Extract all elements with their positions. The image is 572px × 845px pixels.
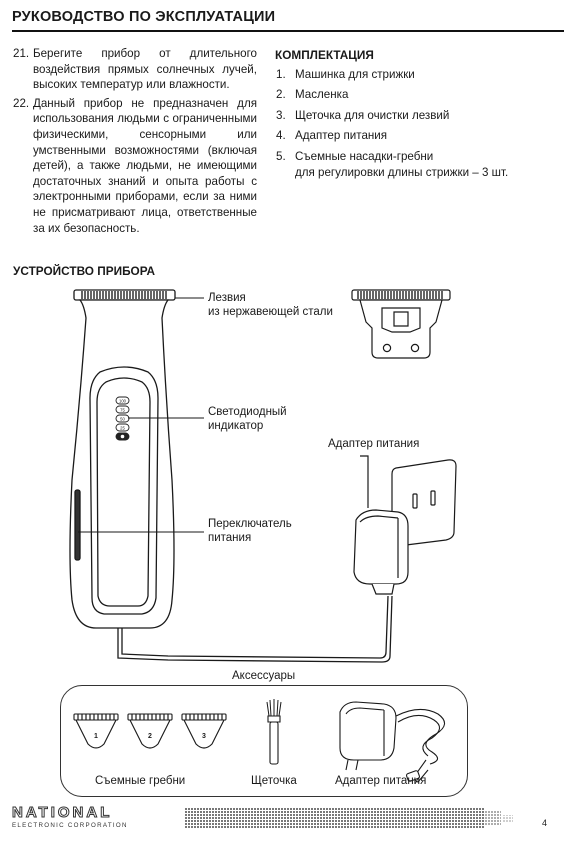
led-level-text: 100 <box>119 398 127 403</box>
kit-item-number: 1. <box>276 68 286 81</box>
kit-item-continuation: для регулировки длины стрижки – 3 шт. <box>295 165 509 179</box>
led-100-icon <box>115 396 130 405</box>
blade-teeth <box>81 291 167 299</box>
power-switch <box>74 489 81 561</box>
kit-item-text: Масленка <box>295 88 349 102</box>
comb-number: 2 <box>148 733 152 740</box>
kit-item-number: 3. <box>276 108 286 122</box>
device-heading: УСТРОЙСТВО ПРИБОРА <box>13 264 156 278</box>
blade-plate-slot <box>393 311 409 327</box>
kit-item-text: Машинка для стрижки <box>295 68 415 81</box>
led-75-icon <box>115 405 130 414</box>
label-line: Лезвия <box>208 292 246 304</box>
led-level-text: 50 <box>120 416 125 421</box>
kit-item-text: Щеточка для очистки лезвий <box>295 108 450 122</box>
kit-item: 5. Съемные насадки-гребни <box>276 150 508 170</box>
kit-item-number: 5. <box>276 149 286 163</box>
label-brush: Щеточка <box>251 775 297 787</box>
comb-number: 3 <box>202 733 206 740</box>
precaution-item: 21. Берегите прибор от длительного возде… <box>13 46 257 93</box>
accessories-title: Аксессуары <box>232 670 296 682</box>
blade-screw-hole <box>410 343 420 353</box>
label-blades: Лезвия из нержавеющей стали <box>208 291 333 319</box>
kit-heading: КОМПЛЕКТАЦИЯ <box>275 48 374 62</box>
kit-item: 1. Машинка для стрижки <box>276 68 508 88</box>
label-line: Светодиодный <box>208 406 287 418</box>
power-adapter <box>353 509 409 585</box>
label-combs: Съемные гребни <box>95 775 186 787</box>
page-title: РУКОВОДСТВО ПО ЭКСПЛУАТАЦИИ <box>12 9 276 25</box>
comb-attachment-1 <box>73 713 119 749</box>
leader-lines <box>78 297 204 533</box>
label-line: индикатор <box>208 420 264 432</box>
kit-item-text: Съемные насадки-гребни <box>295 149 434 163</box>
precaution-text: Данный прибор не предназначен для исполь… <box>33 96 257 235</box>
trimmer-side-panel <box>89 366 159 615</box>
label-line: Переключатель <box>208 518 292 530</box>
accessory-adapter-illustration <box>339 701 446 783</box>
brush-illustration <box>266 699 282 765</box>
label-accessory-adapter: Адаптер питания <box>335 775 427 787</box>
kit-item: 2. Масленка <box>276 88 508 108</box>
trimmer-body <box>69 299 175 629</box>
kit-item-text: Адаптер питания <box>295 129 388 143</box>
blade-detail <box>351 289 451 359</box>
page-number: 4 <box>542 818 548 828</box>
led-25-icon <box>115 423 130 432</box>
title-rule <box>12 30 564 32</box>
comb-attachments <box>73 713 227 749</box>
brand-tagline: ELECTRONIC CORPORATION <box>12 822 128 829</box>
label-led: Светодиодный индикатор <box>208 405 287 433</box>
precautions-list: 21. Берегите прибор от длительного возде… <box>13 46 257 239</box>
adapter-illustration <box>353 455 457 595</box>
adapter-cord-base <box>371 583 395 595</box>
power-cord-inner <box>121 595 389 659</box>
label-line: питания <box>208 532 252 544</box>
kit-item: 4. Адаптер питания <box>276 129 508 149</box>
label-adapter: Адаптер питания <box>328 438 420 450</box>
comb-attachment-2 <box>127 713 173 749</box>
kit-list: 1. Машинка для стрижки 2. Масленка 3. Щеточ… <box>276 68 508 179</box>
comb-attachment-3 <box>181 713 227 749</box>
brand-name: NATIONAL <box>12 804 113 821</box>
label-line: из нержавеющей стали <box>208 306 333 318</box>
precaution-text: Берегите прибор от длительного воздейств… <box>33 47 257 92</box>
kit-item-number: 2. <box>276 88 286 102</box>
blade-screw-hole <box>382 343 392 353</box>
led-indicator <box>115 396 130 441</box>
outlet-slot <box>430 490 436 506</box>
trimmer-illustration <box>69 289 393 663</box>
led-level-text: 25 <box>120 425 125 430</box>
footer-pattern <box>185 808 513 828</box>
precaution-item: 22. Данный прибор не предназначен для ис… <box>13 96 257 236</box>
outlet-slot <box>412 493 418 509</box>
kit-item: 3. Щеточка для очистки лезвий <box>276 109 508 129</box>
adapter-leader <box>360 455 369 508</box>
accessories-box <box>60 685 468 797</box>
trimmer-inner-panel <box>96 377 151 607</box>
kit-item-number: 4. <box>276 129 286 143</box>
precaution-number: 22. <box>13 96 30 110</box>
power-cord <box>117 595 393 663</box>
precaution-number: 21. <box>13 47 30 60</box>
brand-logo: NATIONAL ELECTRONIC CORPORATION <box>12 804 128 829</box>
led-level-text: 75 <box>120 407 125 412</box>
label-switch: Переключатель питания <box>208 517 292 545</box>
led-50-icon <box>115 414 130 423</box>
comb-number: 1 <box>94 733 98 740</box>
